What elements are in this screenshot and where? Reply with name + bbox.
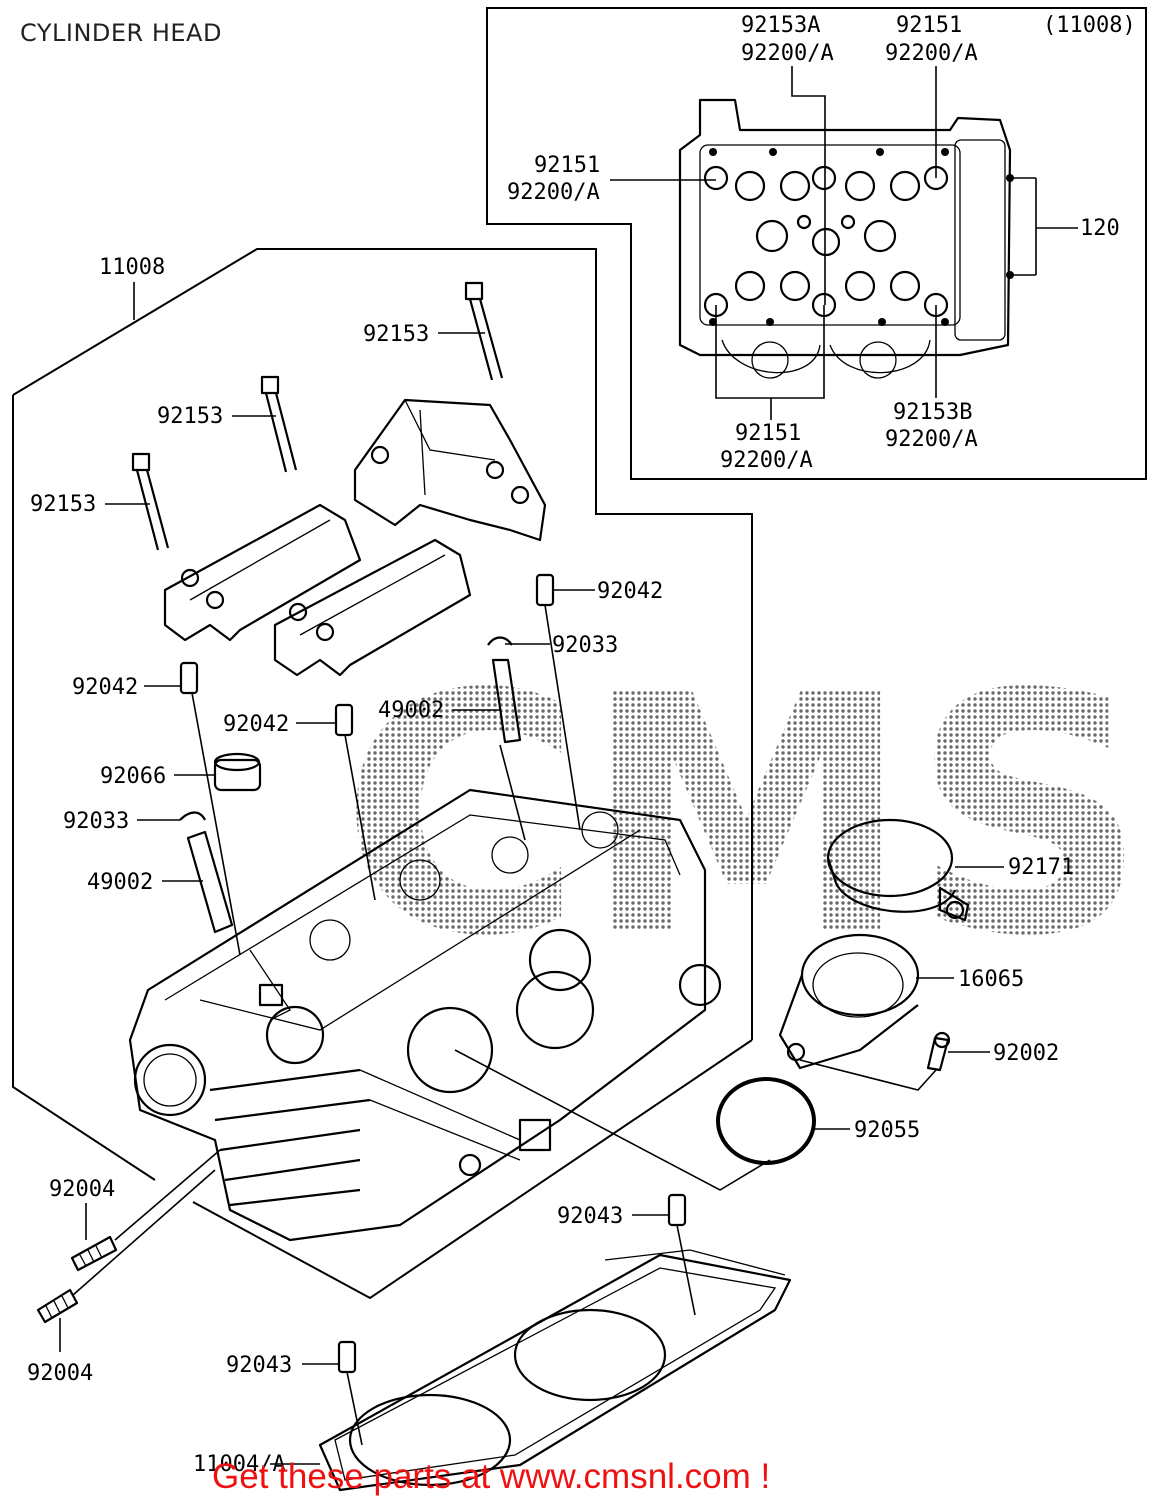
holder-screw	[926, 1031, 951, 1072]
cylinder-head-body	[128, 788, 722, 1242]
gasket-dowel-lower	[337, 1340, 357, 1374]
label-49002-left: 49002	[87, 870, 153, 895]
inset-assembly-ref: (11008)	[1043, 13, 1136, 38]
valve-guide-left	[186, 830, 234, 934]
valve-guide-right	[491, 658, 522, 744]
label-92200-a-5: 92200/A	[885, 427, 978, 452]
bolt-middle	[260, 375, 298, 473]
dowel-center	[334, 703, 354, 737]
label-92043-bottom: 92043	[226, 1353, 292, 1378]
camshaft-cap-center	[273, 538, 472, 677]
dowel-left	[179, 661, 199, 695]
label-92151-top: 92151	[896, 13, 962, 38]
label-92153a: 92153A	[741, 13, 820, 38]
label-92171: 92171	[1008, 855, 1074, 880]
label-92153b: 92153B	[893, 400, 972, 425]
watermark-text: CMS	[340, 624, 1148, 1008]
label-92153-mid: 92153	[157, 404, 223, 429]
label-92042-left: 92042	[72, 675, 138, 700]
label-11008: 11008	[99, 255, 165, 280]
bolt-top	[464, 281, 504, 381]
cylinder-head-gasket	[318, 1249, 792, 1492]
label-120: 120	[1080, 216, 1120, 241]
label-92153-left: 92153	[30, 492, 96, 517]
assembly-frame-bottom	[192, 1039, 753, 1300]
watermark: CMS	[340, 624, 1148, 1008]
label-92004-bottom: 92004	[27, 1361, 93, 1386]
bolt-left	[131, 452, 170, 551]
assembly-frame-top	[12, 248, 753, 1040]
stud-lower	[36, 1288, 79, 1324]
carburetor-holder	[778, 933, 920, 1070]
gasket-dowel-upper	[667, 1193, 687, 1227]
label-92200-a-1: 92200/A	[741, 41, 834, 66]
inset-leaders	[610, 66, 1078, 420]
cotter-right	[487, 636, 513, 646]
inset-top-view: 92153A 92200/A 92151 92200/A (11008) 921…	[486, 7, 1147, 480]
main-assembly: 11008 92153 92153 92153 92042 92033 4900…	[12, 248, 1074, 1492]
main-leaders	[59, 282, 1004, 1465]
cotter-left	[179, 811, 206, 821]
label-92200-a-3: 92200/A	[507, 180, 600, 205]
label-49002-right: 49002	[378, 698, 444, 723]
label-92042-center: 92042	[223, 712, 289, 737]
o-ring	[716, 1077, 816, 1165]
stud-upper	[70, 1235, 118, 1272]
label-92033-right: 92033	[552, 633, 618, 658]
label-92066: 92066	[100, 764, 166, 789]
camshaft-cap-left	[163, 503, 362, 642]
diagram-title: CYLINDER HEAD	[20, 19, 222, 47]
label-92043-top: 92043	[557, 1204, 623, 1229]
valve-stem-seal	[213, 752, 262, 792]
hose-clamp	[826, 818, 970, 922]
inset-head-drawing	[678, 98, 1014, 379]
label-92033-left: 92033	[63, 809, 129, 834]
label-92042-right: 92042	[597, 579, 663, 604]
label-92002: 92002	[993, 1041, 1059, 1066]
label-16065: 16065	[958, 967, 1024, 992]
promo-banner[interactable]: Get these parts at www.cmsnl.com !	[212, 1457, 770, 1496]
inset-frame	[486, 7, 1147, 480]
label-92200-a-4: 92200/A	[720, 448, 813, 473]
label-92004-top: 92004	[49, 1177, 115, 1202]
label-92151-left: 92151	[534, 153, 600, 178]
label-92200-a-2: 92200/A	[885, 41, 978, 66]
label-92153-top: 92153	[363, 322, 429, 347]
label-92151-bottom: 92151	[735, 421, 801, 446]
label-92055: 92055	[854, 1118, 920, 1143]
assembly-frame-left	[12, 395, 156, 1181]
dowel-right	[535, 573, 555, 607]
camshaft-holder-upper	[353, 398, 547, 542]
